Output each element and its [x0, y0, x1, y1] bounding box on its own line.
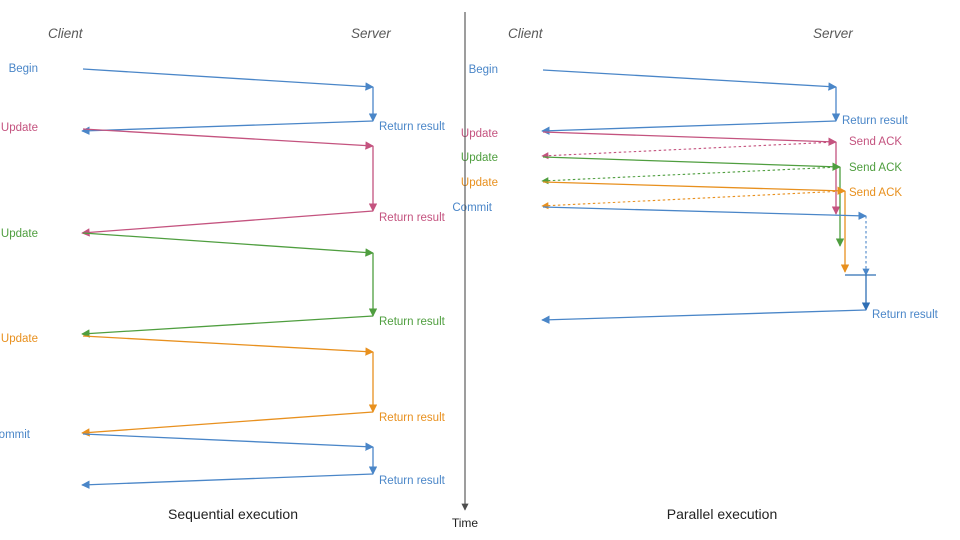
- message-line: [541, 190, 846, 210]
- message-update-1: Update: [461, 128, 837, 146]
- actor-label-client: Client: [48, 26, 84, 41]
- panel-caption: Parallel execution: [667, 506, 778, 522]
- message-label: Return result: [379, 412, 446, 424]
- message-line: [542, 131, 837, 146]
- message-commit: Commit: [452, 202, 867, 221]
- message-label: Update: [461, 177, 498, 189]
- message-label: Return result: [379, 212, 446, 224]
- message-line: [81, 473, 374, 489]
- message-line: [542, 156, 841, 171]
- message-label: Commit: [0, 429, 31, 441]
- message-line: [81, 210, 374, 237]
- message-line: [541, 166, 841, 185]
- panel-caption: Sequential execution: [168, 506, 298, 522]
- actor-label-client: Client: [508, 26, 544, 41]
- message-line: [82, 68, 374, 91]
- message-begin: Begin: [9, 63, 374, 91]
- message-label: Send ACK: [849, 162, 902, 174]
- message-line: [81, 120, 374, 135]
- message-update-3-return: Return result: [81, 411, 446, 437]
- message-begin-return: Return result: [541, 115, 909, 135]
- message-label: Send ACK: [849, 136, 902, 148]
- message-update-2-ack: Send ACK: [541, 162, 902, 185]
- message-label: Update: [1, 333, 38, 345]
- message-label: Update: [1, 228, 38, 240]
- message-line: [542, 181, 846, 195]
- message-line: [541, 309, 867, 324]
- time-axis-label: Time: [452, 516, 479, 530]
- message-begin: Begin: [469, 64, 837, 91]
- message-label: Update: [461, 152, 498, 164]
- message-label: Update: [1, 122, 38, 134]
- message-label: Begin: [9, 63, 38, 75]
- message-line: [82, 433, 374, 451]
- message-line: [81, 411, 374, 437]
- message-label: Return result: [379, 121, 446, 133]
- message-label: Return result: [379, 475, 446, 487]
- message-update-1: Update: [1, 122, 374, 150]
- message-line: [542, 206, 867, 221]
- message-line: [541, 120, 837, 135]
- actor-label-server: Server: [813, 26, 853, 41]
- message-commit: Commit: [0, 429, 374, 451]
- message-update-3: Update: [461, 177, 846, 195]
- message-update-3-ack: Send ACK: [541, 187, 902, 210]
- message-label: Send ACK: [849, 187, 902, 199]
- time-axis-layer: Time: [452, 12, 479, 530]
- message-line: [81, 315, 374, 338]
- message-update-2: Update: [1, 228, 374, 257]
- message-label: Update: [461, 128, 498, 140]
- message-line: [82, 335, 374, 356]
- message-update-1-ack: Send ACK: [541, 136, 902, 160]
- message-label: Begin: [469, 64, 498, 76]
- message-update-3: Update: [1, 333, 374, 356]
- time-axis: Time: [452, 12, 479, 530]
- message-label: Return result: [872, 309, 939, 321]
- message-line: [82, 232, 374, 257]
- message-line: [82, 128, 374, 150]
- message-begin-return: Return result: [81, 120, 446, 135]
- message-commit-return: Return result: [541, 309, 939, 324]
- message-line: [541, 141, 837, 160]
- message-label: Return result: [379, 316, 446, 328]
- actor-label-server: Server: [351, 26, 391, 41]
- message-line: [542, 69, 837, 91]
- message-commit-return: Return result: [81, 473, 446, 489]
- message-label: Commit: [452, 202, 492, 214]
- message-update-2: Update: [461, 152, 841, 171]
- message-label: Return result: [842, 115, 909, 127]
- message-update-1-return: Return result: [81, 210, 446, 237]
- message-update-2-return: Return result: [81, 315, 446, 338]
